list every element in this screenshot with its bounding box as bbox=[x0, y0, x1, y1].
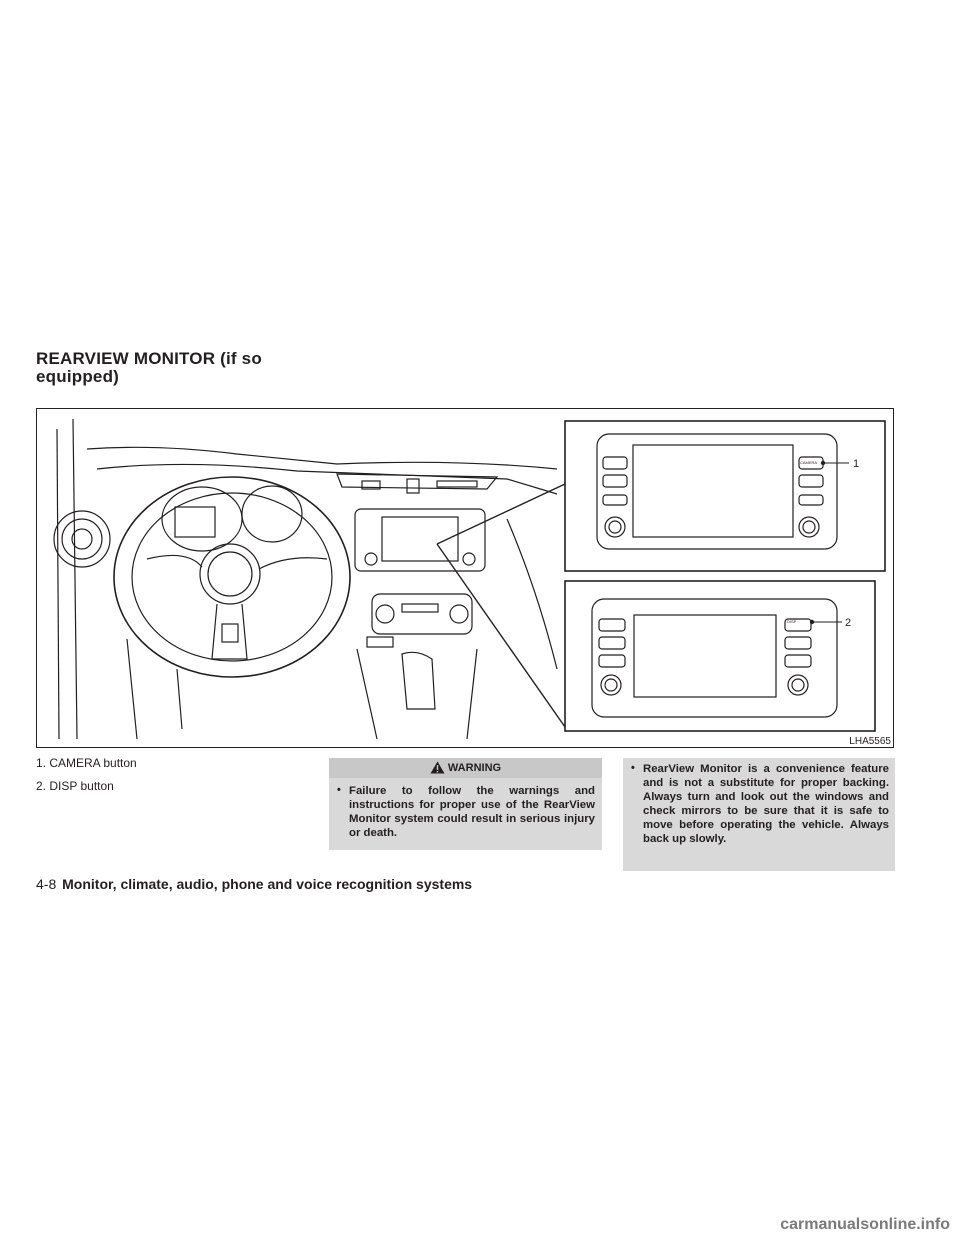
legend-item-camera: 1. CAMERA button bbox=[36, 756, 137, 770]
figure-code: LHA5565 bbox=[848, 736, 892, 747]
warning-bullet: • bbox=[337, 784, 341, 796]
callout-2: 2 bbox=[845, 617, 851, 629]
warning-box: WARNING • Failure to follow the warnings… bbox=[329, 758, 602, 850]
note-box: • RearView Monitor is a convenience feat… bbox=[623, 758, 895, 871]
dashboard-drawing bbox=[53, 418, 886, 740]
watermark: carmanualsonline.info bbox=[780, 1216, 950, 1233]
callout-1: 1 bbox=[853, 458, 859, 470]
disp-screen-label: DISP bbox=[787, 619, 797, 624]
warning-heading: WARNING bbox=[329, 758, 602, 778]
figure-legend: 1. CAMERA button 2. DISP button bbox=[36, 756, 137, 802]
note-text: RearView Monitor is a convenience featur… bbox=[643, 763, 889, 845]
dashboard-illustration: CAMERA DISP 1 2 LHA5565 bbox=[36, 408, 894, 748]
warning-text: Failure to follow the warnings and instr… bbox=[349, 785, 595, 839]
page-number: 4-8 bbox=[36, 876, 57, 892]
page-footer: 4-8 Monitor, climate, audio, phone and v… bbox=[36, 876, 472, 892]
legend-item-disp: 2. DISP button bbox=[36, 779, 114, 793]
warning-heading-text: WARNING bbox=[447, 762, 502, 774]
chapter-title: Monitor, climate, audio, phone and voice… bbox=[62, 876, 473, 892]
note-bullet: • bbox=[631, 762, 635, 774]
section-title: REARVIEW MONITOR (if so equipped) bbox=[36, 349, 262, 386]
warning-triangle-icon bbox=[430, 761, 445, 774]
camera-screen-label: CAMERA bbox=[800, 460, 817, 465]
figure-text-layer: CAMERA DISP 1 2 bbox=[787, 458, 859, 629]
